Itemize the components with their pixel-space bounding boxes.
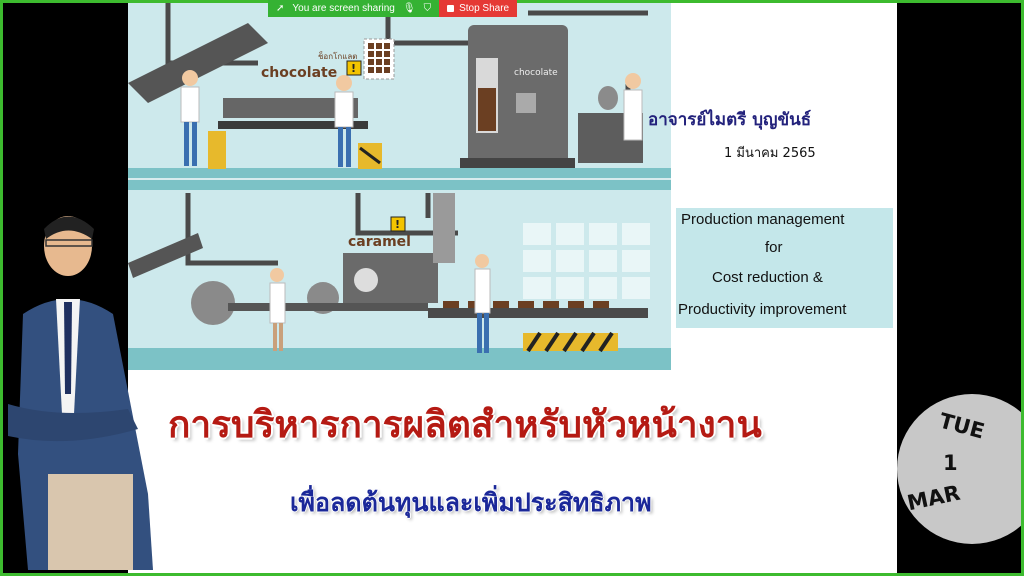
- presentation-slide: !: [128, 3, 897, 573]
- english-title-box: [676, 208, 893, 328]
- presenter-video: [8, 216, 153, 570]
- chocolate-factory-illustration: !: [128, 3, 671, 370]
- stop-share-button[interactable]: Stop Share: [439, 0, 518, 17]
- share-status-pill: ➚ You are screen sharing 🎙 ⛉: [268, 0, 440, 17]
- thai-main-title: การบริหารการผลิตสำหรับหัวหน้างาน: [168, 403, 762, 446]
- worker-figures: [180, 70, 643, 353]
- caramel-label: caramel: [348, 234, 411, 250]
- share-message: You are screen sharing: [292, 3, 395, 14]
- mic-icon[interactable]: 🎙: [402, 3, 416, 14]
- thai-subtitle: เพื่อลดต้นทุนและเพิ่มประสิทธิภาพ: [290, 488, 652, 517]
- shield-icon: ⛉: [423, 3, 432, 14]
- share-arrow-icon: ➚: [276, 3, 285, 14]
- chocolate-label: chocolate: [261, 65, 337, 81]
- stop-share-label: Stop Share: [459, 3, 510, 14]
- english-title-line2: for: [765, 239, 783, 256]
- lecture-date: 1 มีนาคม 2565: [724, 146, 816, 161]
- tank-label: chocolate: [514, 68, 558, 78]
- screen-share-bar: ➚ You are screen sharing 🎙 ⛉ Stop Share: [268, 0, 518, 17]
- chocolate-thai-label: ช็อกโกแลต: [318, 51, 357, 61]
- svg-text:!: !: [395, 218, 400, 231]
- date-number: 1: [943, 451, 958, 475]
- date-day: TUE: [936, 408, 988, 444]
- date-month: MAR: [905, 480, 963, 516]
- english-title-line3: Cost reduction &: [712, 269, 823, 286]
- date-badge: TUE 1 MAR: [897, 394, 1024, 544]
- english-title-line4: Productivity improvement: [678, 301, 847, 318]
- english-title-line1: Production management: [681, 211, 845, 228]
- teacher-name: อาจารย์ไมตรี บุญขันธ์: [648, 110, 812, 130]
- stop-icon: [447, 5, 455, 12]
- svg-text:!: !: [351, 62, 356, 75]
